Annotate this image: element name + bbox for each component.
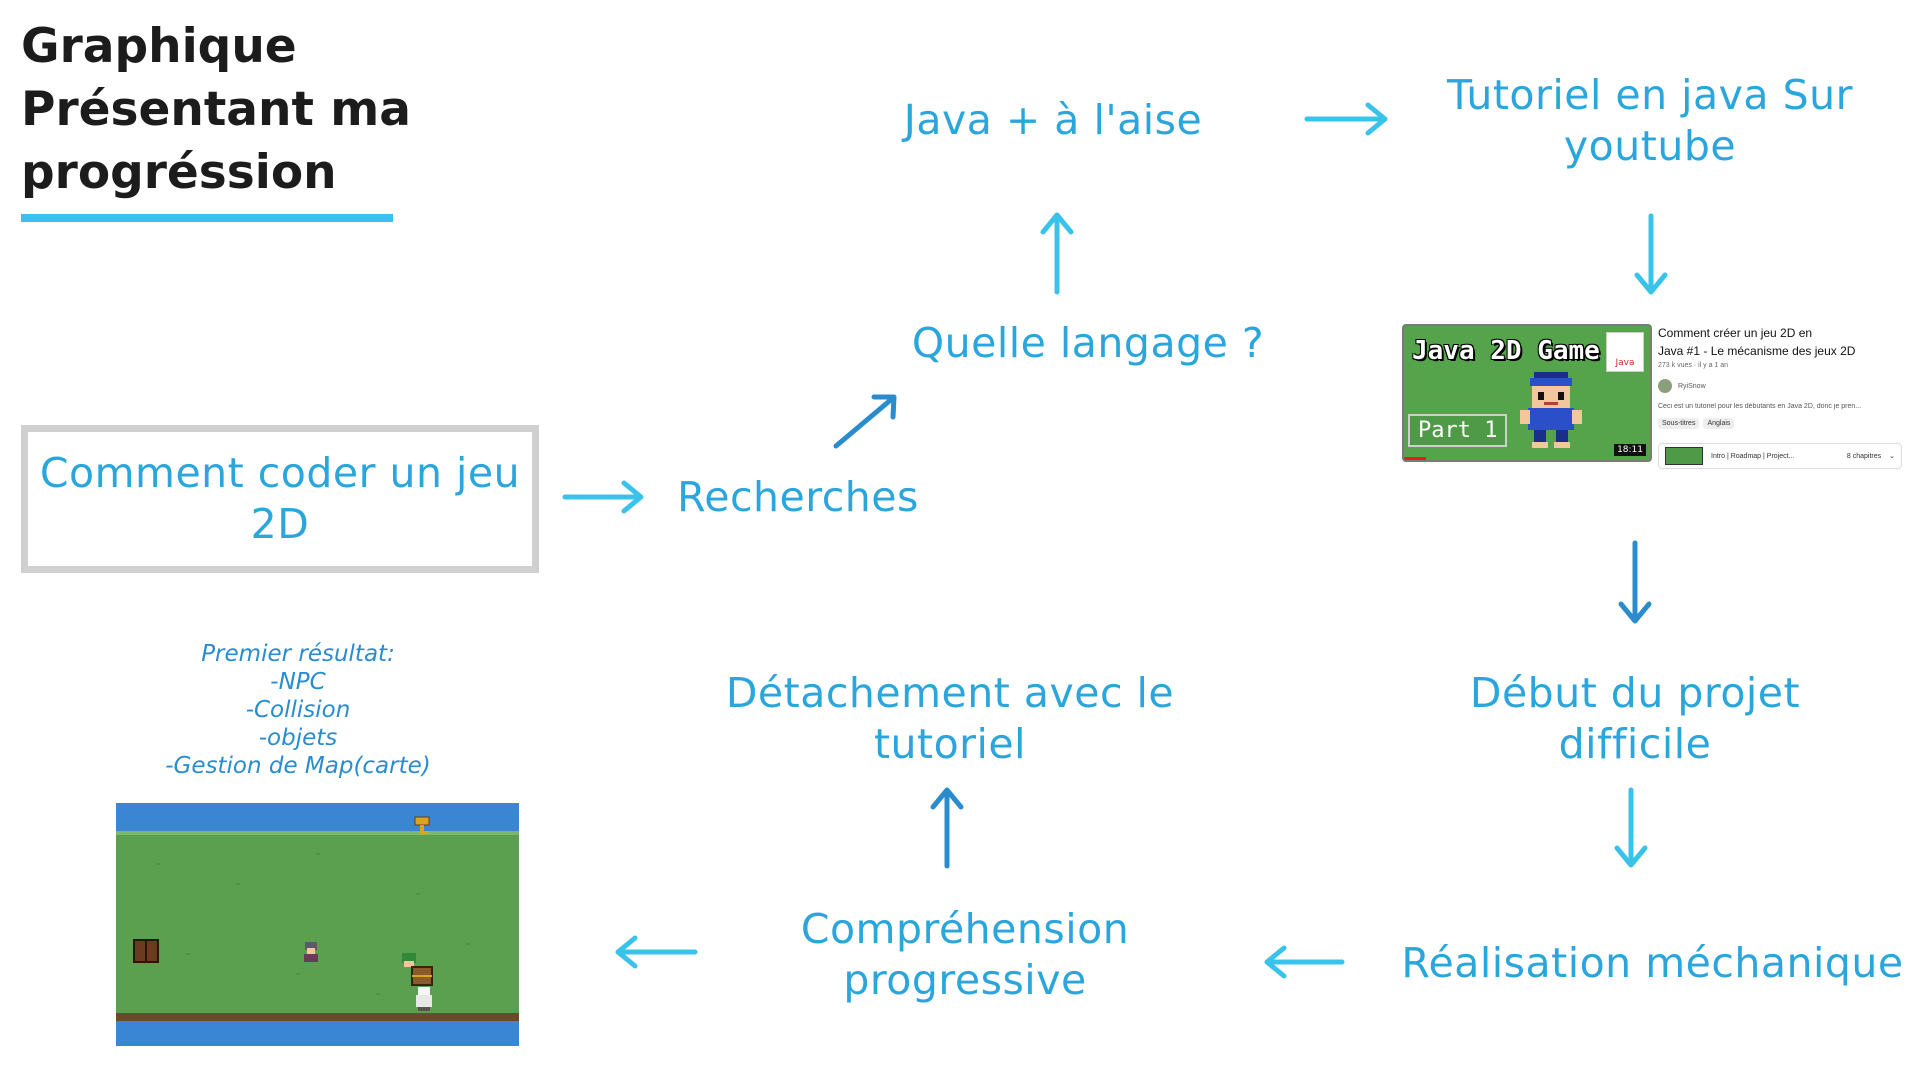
arrow-tutoriel-to-video: [1634, 213, 1668, 295]
video-info: Comment créer un jeu 2D en Java #1 - Le …: [1658, 324, 1902, 469]
video-thumbnail[interactable]: Java 2D Game Java Part 1 18:11: [1402, 324, 1652, 462]
java-logo-icon: Java: [1606, 332, 1644, 372]
arrow-recherches-to-langage: [833, 394, 897, 449]
node-langage: Quelle langage ?: [911, 319, 1265, 367]
door-icon: [133, 939, 159, 963]
arrow-start-to-recherches: [562, 480, 644, 514]
start-box: Comment coder un jeu 2D: [21, 425, 539, 573]
player-icon: [402, 953, 416, 967]
grass-tufts: [156, 853, 470, 995]
node-start-line-1: Comment coder un jeu: [39, 449, 521, 497]
arrow-debut-to-realisation: [1614, 787, 1648, 868]
arrow-java-to-tutoriel: [1304, 102, 1388, 136]
youtube-video-card[interactable]: Java 2D Game Java Part 1 18:11 Comment c…: [1402, 324, 1902, 484]
arrow-video-to-debut: [1618, 540, 1652, 624]
node-tutoriel: Tutoriel en java Sur youtube: [1430, 70, 1870, 172]
node-comprehension: Compréhension progressive: [780, 904, 1150, 1006]
node-recherches: Recherches: [677, 473, 919, 521]
node-java: Java + à l'aise: [903, 96, 1203, 144]
title-line-2: Présentant ma: [21, 82, 411, 137]
chapter-count: 8 chapitres: [1846, 452, 1882, 460]
video-duration: 18:11: [1614, 444, 1646, 456]
node-debut-line-2: difficile: [1558, 720, 1712, 768]
first-result-note: Premier résultat: -NPC -Collision -objet…: [112, 640, 484, 780]
arrow-realisation-to-comprehension: [1264, 945, 1345, 979]
title-line-1: Graphique: [21, 19, 297, 74]
diagram-title: Graphique Présentant ma progréssion: [21, 15, 421, 204]
shore-top: [116, 831, 519, 835]
thumbnail-title: Java 2D Game: [1412, 336, 1600, 366]
video-views: 273 k vues · il y a 1 an: [1658, 362, 1729, 369]
pixel-character-icon: [1520, 372, 1582, 448]
channel-avatar[interactable]: [1658, 379, 1672, 393]
video-title-line-1: Comment créer un jeu 2D en: [1658, 326, 1813, 340]
note-line-4: -objets: [258, 725, 338, 751]
node-tutoriel-line-2: youtube: [1563, 122, 1737, 170]
arrow-comprehension-to-detachement: [930, 787, 964, 869]
chapter-label: Intro | Roadmap | Project...: [1711, 452, 1795, 460]
arrow-langage-to-java: [1040, 212, 1074, 295]
water-bottom: [116, 1021, 519, 1046]
chevron-down-icon[interactable]: ⌄: [1889, 453, 1895, 460]
video-description: Ceci est un tutoriel pour les débutants …: [1658, 403, 1862, 410]
old-man-npc-icon: [416, 987, 432, 1011]
note-line-1: Premier résultat:: [201, 641, 395, 667]
title-line-3: progréssion: [21, 145, 337, 200]
node-comprehension-line-2: progressive: [843, 956, 1087, 1004]
grass-background: [116, 803, 519, 1046]
dirt-edge: [116, 1013, 519, 1023]
key-icon: [414, 816, 430, 835]
npc-icon: [304, 942, 318, 962]
node-comprehension-line-1: Compréhension: [800, 905, 1130, 953]
node-start-line-2: 2D: [250, 500, 310, 548]
thumbnail-part-label: Part 1: [1408, 414, 1508, 447]
note-line-2: -NPC: [270, 669, 326, 695]
tag-subtitles[interactable]: Sous-titres: [1658, 418, 1700, 429]
tag-language[interactable]: Anglais: [1703, 418, 1735, 429]
node-debut: Début du projet difficile: [1440, 668, 1830, 770]
game-screenshot: [116, 803, 519, 1046]
arrow-comprehension-to-result: [615, 935, 698, 969]
chapter-thumbnail: [1665, 447, 1703, 465]
video-title-line-2: Java #1 - Le mécanisme des jeux 2D: [1658, 344, 1856, 358]
node-tutoriel-line-1: Tutoriel en java Sur: [1447, 71, 1853, 119]
node-start: Comment coder un jeu 2D: [28, 448, 532, 550]
video-tags: Sous-titres Anglais: [1658, 418, 1902, 429]
water-top: [116, 803, 519, 833]
channel-name[interactable]: RyiSnow: [1678, 382, 1706, 390]
chest-icon: [411, 966, 433, 986]
node-debut-line-1: Début du projet: [1469, 669, 1801, 717]
title-underline: [21, 214, 393, 222]
watch-progress-bar: [1404, 457, 1426, 460]
note-line-5: -Gestion de Map(carte): [165, 753, 431, 779]
node-detachement-line-2: tutoriel: [873, 720, 1027, 768]
node-realisation: Réalisation méchanique: [1401, 939, 1904, 987]
note-line-3: -Collision: [245, 697, 351, 723]
node-detachement: Détachement avec le tutoriel: [710, 668, 1190, 770]
channel-row[interactable]: RyiSnow: [1658, 379, 1902, 393]
chapters-row[interactable]: Intro | Roadmap | Project... 8 chapitres…: [1658, 443, 1902, 469]
video-title[interactable]: Comment créer un jeu 2D en Java #1 - Le …: [1658, 324, 1902, 360]
node-detachement-line-1: Détachement avec le: [725, 669, 1175, 717]
